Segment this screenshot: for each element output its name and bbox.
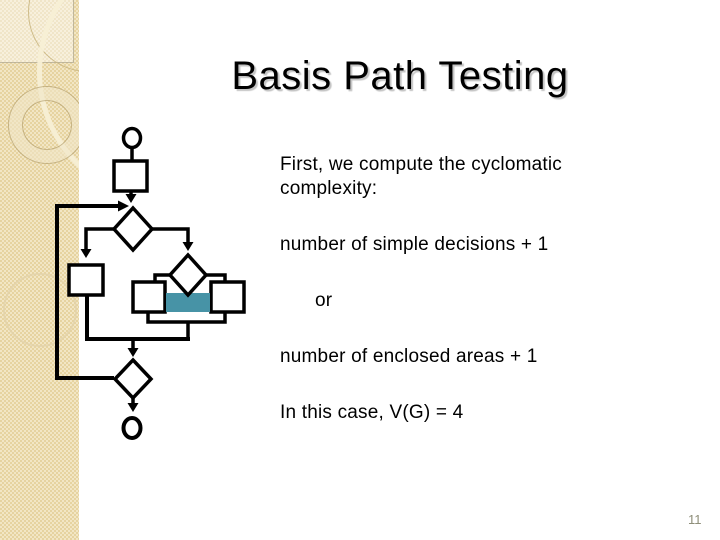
start-node xyxy=(121,126,143,150)
decision-node-3 xyxy=(112,357,154,401)
edge-decision2-left xyxy=(153,273,170,283)
decision-node-2 xyxy=(167,252,209,298)
decorative-ring xyxy=(9,87,79,163)
decision-node-1 xyxy=(111,205,155,253)
arrowhead-end xyxy=(127,403,139,412)
highlight-bar xyxy=(166,293,210,312)
process-node-1 xyxy=(112,159,149,193)
body-line-cyclomatic-intro: First, we compute the cyclomatic complex… xyxy=(280,154,562,199)
body-line-or: or xyxy=(315,290,333,311)
end-node xyxy=(121,416,143,440)
arrowhead-process2 xyxy=(80,249,92,258)
arrowhead-decision3 xyxy=(127,348,139,357)
body-line-simple-decisions: number of simple decisions + 1 xyxy=(280,234,549,255)
arrowhead-decision2 xyxy=(182,242,194,251)
loop-arrowhead xyxy=(118,200,129,212)
arrowhead-decision1 xyxy=(125,194,137,203)
edge-decision1-left xyxy=(84,227,115,250)
sidebar-decoration xyxy=(0,0,79,540)
process-node-3 xyxy=(131,280,167,314)
body-line-vg-result: In this case, V(G) = 4 xyxy=(280,402,464,423)
process-node-4 xyxy=(209,280,246,314)
edge-decision2-right xyxy=(206,273,227,283)
merge-bracket xyxy=(146,312,227,324)
edge-decision1-right xyxy=(151,227,190,244)
body-line-enclosed-areas: number of enclosed areas + 1 xyxy=(280,346,538,367)
slide-body: First, we compute the cyclomatic complex… xyxy=(280,153,640,457)
decorative-faint-ring xyxy=(3,273,77,347)
slide-title: Basis Path Testing xyxy=(231,54,569,98)
page-number: 11 xyxy=(688,512,702,527)
